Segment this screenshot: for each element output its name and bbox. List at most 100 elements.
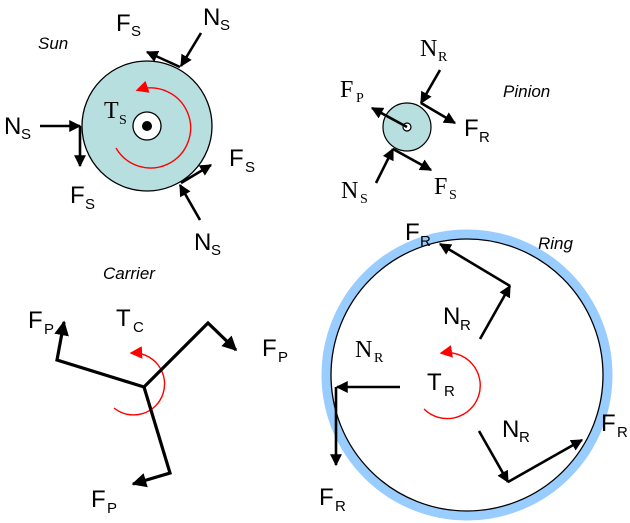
- svg-text:R: R: [617, 424, 628, 441]
- sun-gear-diagram: Sun T S F S N S N S F S: [4, 4, 255, 259]
- sun-title: Sun: [38, 34, 68, 53]
- svg-text:P: P: [107, 500, 117, 517]
- sun-normal-label: N S: [194, 229, 221, 259]
- svg-text:T: T: [427, 369, 442, 396]
- carrier-force-label: F P: [91, 486, 117, 517]
- ring-normal-label: N R: [355, 337, 384, 366]
- svg-text:S: S: [449, 188, 457, 203]
- carrier-force-label: F P: [262, 335, 288, 366]
- svg-text:N: N: [355, 337, 372, 363]
- pinion-ring-normal-arrow: [419, 69, 442, 105]
- ring-title: Ring: [538, 234, 574, 253]
- ring-normal-arrow: [478, 284, 512, 340]
- svg-text:S: S: [245, 159, 255, 176]
- carrier-arm: [142, 320, 238, 389]
- ring-normal-label: N R: [443, 303, 471, 334]
- svg-text:S: S: [211, 242, 221, 259]
- svg-text:F: F: [91, 486, 106, 513]
- svg-text:S: S: [220, 17, 230, 34]
- svg-text:F: F: [28, 307, 43, 334]
- sun-force-label: F S: [229, 145, 255, 176]
- svg-text:R: R: [479, 129, 490, 146]
- carrier-torque-label: T C: [116, 305, 144, 336]
- svg-text:R: R: [438, 50, 448, 65]
- svg-text:P: P: [356, 91, 364, 106]
- svg-text:F: F: [229, 145, 244, 172]
- carrier-arm: [131, 386, 172, 488]
- svg-text:F: F: [340, 77, 353, 103]
- svg-text:N: N: [420, 36, 437, 62]
- svg-text:C: C: [133, 319, 144, 336]
- carrier-torque-arrow: [113, 346, 166, 416]
- pinion-carrier-force-label: F P: [340, 77, 364, 106]
- ring-gear-band: [321, 229, 613, 521]
- sun-torque-label: T S: [104, 98, 127, 128]
- ring-torque-arrow: [423, 345, 481, 420]
- svg-text:S: S: [131, 23, 141, 40]
- svg-text:S: S: [119, 113, 127, 128]
- svg-text:R: R: [444, 383, 455, 400]
- svg-text:T: T: [116, 305, 131, 332]
- svg-text:N: N: [203, 4, 220, 31]
- svg-text:N: N: [502, 416, 519, 443]
- svg-text:F: F: [464, 115, 479, 142]
- svg-text:N: N: [4, 113, 21, 140]
- ring-gear-inner-edge: [330, 238, 604, 512]
- svg-text:T: T: [104, 98, 119, 124]
- svg-text:F: F: [434, 174, 447, 200]
- svg-text:F: F: [70, 182, 85, 209]
- ring-force-arrow: [438, 242, 511, 288]
- pinion-sun-force-arrow: [392, 147, 433, 172]
- svg-text:F: F: [116, 10, 131, 37]
- svg-text:N: N: [443, 303, 460, 330]
- pinion-sun-normal-arrow: [374, 147, 395, 184]
- sun-force-label: F S: [70, 182, 95, 213]
- sun-force-arrow: [180, 163, 213, 185]
- ring-force-arrow: [507, 438, 584, 484]
- ring-force-label: F R: [319, 484, 346, 515]
- svg-text:R: R: [374, 351, 384, 366]
- pinion-sun-normal-label: N S: [341, 178, 368, 207]
- sun-normal-label: N S: [4, 113, 31, 143]
- svg-text:R: R: [335, 498, 346, 515]
- svg-text:F: F: [601, 410, 616, 437]
- svg-text:R: R: [420, 233, 431, 250]
- svg-text:N: N: [194, 229, 211, 256]
- carrier-title: Carrier: [103, 264, 156, 283]
- carrier-diagram: Carrier T C F P F P F P: [28, 264, 288, 517]
- svg-text:N: N: [341, 178, 358, 204]
- svg-text:S: S: [360, 192, 368, 207]
- svg-text:F: F: [262, 335, 277, 362]
- ring-torque-label: T R: [427, 369, 455, 400]
- svg-text:P: P: [278, 349, 288, 366]
- pinion-gear-diagram: Pinion F P N R F R N S F S: [340, 36, 550, 207]
- ring-gear-diagram: Ring T R F R N R N R F R: [319, 219, 628, 521]
- sun-normal-arrow: [179, 32, 203, 68]
- sun-force-arrow: [145, 50, 181, 69]
- svg-text:F: F: [405, 219, 420, 246]
- pinion-sun-force-label: F S: [434, 174, 457, 203]
- sun-normal-arrow: [178, 183, 202, 221]
- carrier-force-label: F P: [28, 307, 54, 338]
- sun-force-label: F S: [116, 10, 141, 40]
- pinion-ring-force-arrow: [420, 101, 457, 125]
- pinion-ring-force-label: F R: [464, 115, 490, 146]
- ring-normal-label: N R: [502, 416, 530, 446]
- sun-normal-label: N S: [203, 4, 230, 34]
- svg-text:S: S: [21, 126, 31, 143]
- svg-text:R: R: [519, 429, 530, 446]
- pinion-ring-normal-label: N R: [420, 36, 448, 65]
- svg-text:S: S: [85, 196, 95, 213]
- ring-normal-arrow: [477, 430, 510, 484]
- sun-torque-arrow: [115, 80, 192, 169]
- svg-text:P: P: [44, 321, 54, 338]
- ring-force-label: F R: [601, 410, 628, 441]
- svg-text:F: F: [319, 484, 334, 511]
- carrier-arm: [54, 320, 145, 389]
- pinion-carrier-force-arrow: [370, 106, 408, 129]
- sun-shaft-center: [142, 121, 152, 131]
- pinion-title: Pinion: [503, 82, 550, 101]
- svg-text:R: R: [460, 317, 471, 334]
- ring-force-label: F R: [405, 219, 431, 250]
